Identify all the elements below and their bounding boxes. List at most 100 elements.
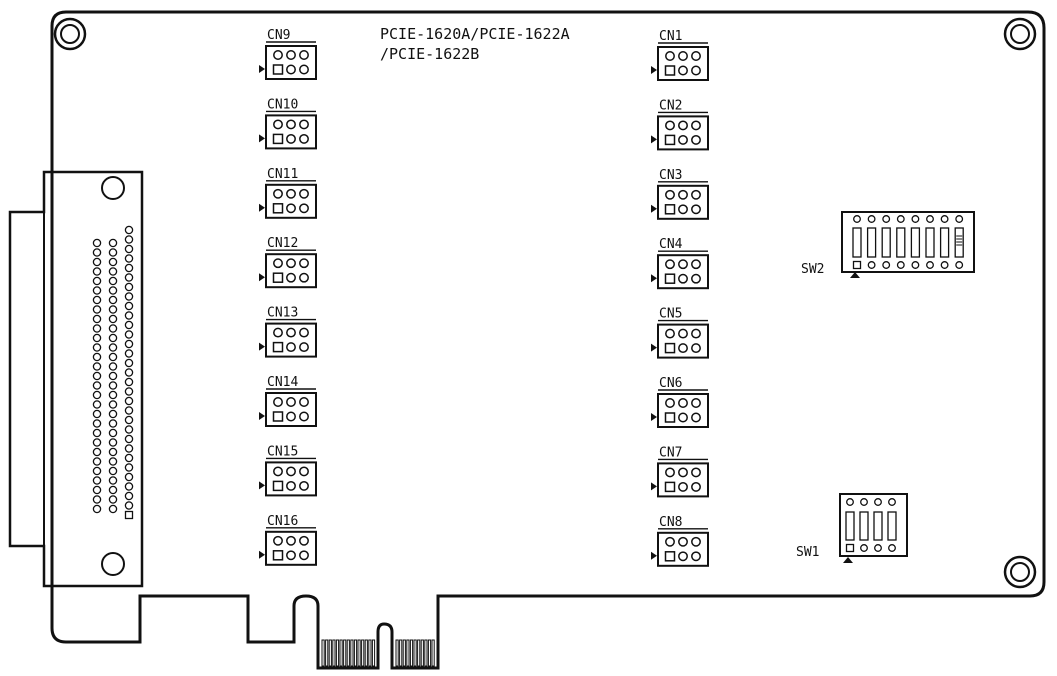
dsub-pin bbox=[108, 390, 118, 400]
header-pin bbox=[286, 550, 296, 561]
header-pin bbox=[691, 551, 701, 562]
pin1-arrow bbox=[259, 550, 265, 559]
gold-finger-contact bbox=[321, 639, 325, 667]
connector-housing bbox=[657, 393, 709, 428]
header-pin-1 bbox=[664, 551, 676, 562]
header-pin bbox=[691, 412, 701, 423]
header-pin bbox=[286, 188, 296, 199]
dsub-pin bbox=[108, 305, 118, 314]
header-pin bbox=[299, 203, 309, 214]
header-pin bbox=[299, 258, 309, 269]
connector-cn6: CN6 bbox=[651, 376, 709, 428]
connector-label: CN7 bbox=[659, 445, 682, 460]
switch-pin bbox=[853, 215, 861, 223]
switch-slider bbox=[873, 511, 883, 541]
header-pin bbox=[286, 272, 296, 283]
header-pin-1 bbox=[664, 134, 676, 146]
dsub-pin bbox=[92, 381, 102, 390]
dsub-pin bbox=[108, 352, 118, 362]
dsub-pin bbox=[124, 301, 134, 311]
dsub-pin bbox=[124, 444, 134, 453]
dsub-pin-array bbox=[92, 225, 134, 520]
gold-finger-contact bbox=[350, 639, 354, 667]
gold-finger-contact bbox=[371, 639, 376, 667]
dsub-pin bbox=[108, 276, 118, 286]
dsub-pin bbox=[92, 286, 102, 295]
dsub-pin bbox=[92, 238, 102, 248]
header-pin bbox=[299, 466, 309, 477]
connector-label: CN5 bbox=[659, 307, 682, 322]
sw2-pin1-marker bbox=[850, 272, 860, 278]
header-pin bbox=[286, 203, 296, 214]
header-pin-1 bbox=[272, 64, 284, 75]
header-pin bbox=[286, 342, 296, 353]
header-pin bbox=[665, 328, 675, 339]
switch-pin bbox=[874, 498, 882, 506]
connector-housing bbox=[657, 462, 709, 498]
gold-finger-contact bbox=[420, 639, 424, 667]
switch-pin bbox=[911, 215, 920, 223]
header-pin bbox=[273, 188, 283, 199]
pin1-arrow bbox=[651, 482, 657, 491]
connector-cn13: CN13 bbox=[259, 306, 317, 358]
mounting-hole-top-right bbox=[1003, 17, 1037, 51]
switch-slider bbox=[910, 227, 921, 258]
dsub-pin bbox=[108, 314, 118, 324]
connector-label: CN16 bbox=[267, 514, 298, 529]
dsub-pin bbox=[124, 368, 134, 377]
connector-housing bbox=[657, 184, 709, 220]
switch-slider bbox=[866, 227, 877, 258]
dsub-pin bbox=[124, 396, 134, 406]
switch-slider bbox=[845, 511, 855, 541]
dsub-pin bbox=[124, 387, 134, 396]
dsub-pin bbox=[92, 409, 102, 419]
dsub-pin bbox=[92, 457, 102, 466]
board-outline bbox=[50, 10, 1046, 670]
connector-cn1: CN1 bbox=[651, 29, 709, 81]
dsub-pin bbox=[92, 362, 102, 371]
header-pin-1 bbox=[272, 133, 284, 145]
switch-pin bbox=[888, 498, 896, 506]
connector-label: CN12 bbox=[267, 236, 298, 251]
header-pin bbox=[299, 64, 309, 75]
sw1-pin1-marker bbox=[843, 557, 853, 563]
header-pin bbox=[299, 119, 309, 130]
header-pin bbox=[286, 258, 296, 269]
dsub-connector bbox=[8, 170, 144, 588]
dsub-pin bbox=[108, 257, 118, 267]
switch-pin bbox=[926, 261, 934, 269]
switch-pin bbox=[896, 215, 905, 223]
header-pin bbox=[678, 467, 688, 478]
dsub-pin bbox=[108, 333, 118, 343]
pin1-arrow bbox=[259, 481, 265, 490]
connector-housing bbox=[265, 461, 317, 497]
dsub-pin bbox=[108, 248, 118, 257]
connector-housing bbox=[265, 392, 317, 427]
connector-cn5: CN5 bbox=[651, 307, 709, 359]
dsub-pin bbox=[92, 485, 102, 495]
switch-pin bbox=[955, 261, 964, 269]
connector-cn8: CN8 bbox=[651, 515, 709, 567]
header-pin bbox=[691, 398, 701, 408]
connector-housing bbox=[657, 254, 709, 290]
header-pin bbox=[299, 50, 309, 60]
switch-pin bbox=[888, 544, 896, 552]
header-pin bbox=[286, 397, 296, 407]
switch-pin bbox=[940, 261, 949, 269]
switch-slider bbox=[887, 511, 897, 541]
dsub-pin bbox=[92, 352, 102, 362]
gold-finger-contact bbox=[406, 639, 410, 667]
header-pin-1 bbox=[272, 480, 284, 492]
gold-finger-contact bbox=[339, 639, 343, 667]
board-title-line2: /PCIE-1622B bbox=[380, 45, 479, 63]
switch-pin bbox=[860, 498, 868, 506]
switch-pin bbox=[874, 544, 882, 552]
switch-slider bbox=[925, 227, 935, 258]
header-pin bbox=[691, 328, 701, 339]
connector-housing bbox=[265, 530, 317, 566]
dsub-pin bbox=[92, 419, 102, 428]
dsub-pin bbox=[92, 267, 102, 276]
dsub-pin bbox=[124, 282, 134, 292]
header-pin bbox=[691, 65, 701, 76]
